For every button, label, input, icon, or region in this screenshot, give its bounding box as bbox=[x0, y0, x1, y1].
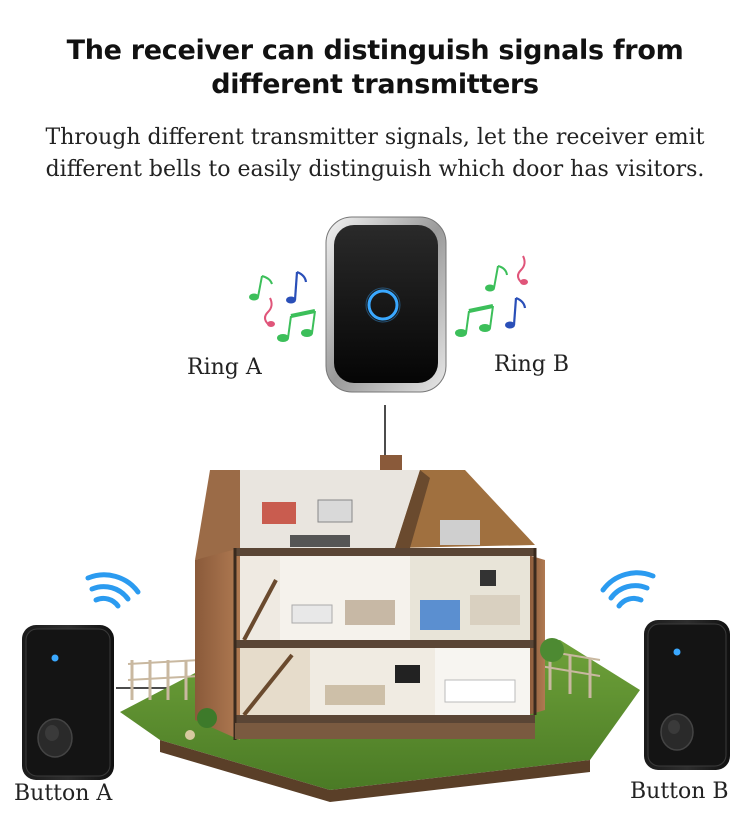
headline-line-1: The receiver can distinguish signals fro… bbox=[66, 35, 684, 66]
ring-b-label: Ring B bbox=[494, 352, 570, 377]
receiver-device-icon bbox=[325, 216, 447, 393]
doorbell-button-a-icon bbox=[22, 625, 114, 780]
button-b-label: Button B bbox=[630, 779, 729, 804]
headline-line-2: different transmitters bbox=[211, 69, 539, 100]
house-cutaway-icon bbox=[120, 455, 640, 802]
subline-line-1: Through different transmitter signals, l… bbox=[45, 125, 705, 150]
subline: Through different transmitter signals, l… bbox=[0, 122, 750, 186]
headline: The receiver can distinguish signals fro… bbox=[0, 34, 750, 102]
button-a-label: Button A bbox=[14, 781, 113, 806]
subline-line-2: different bells to easily distinguish wh… bbox=[45, 157, 705, 182]
wifi-signal-left-icon bbox=[85, 572, 141, 609]
doorbell-button-b-icon bbox=[644, 620, 730, 770]
music-notes-right-icon bbox=[455, 255, 528, 337]
music-notes-left-icon bbox=[249, 270, 316, 342]
wifi-signal-right-icon bbox=[600, 570, 656, 609]
ring-a-label: Ring A bbox=[187, 355, 262, 380]
